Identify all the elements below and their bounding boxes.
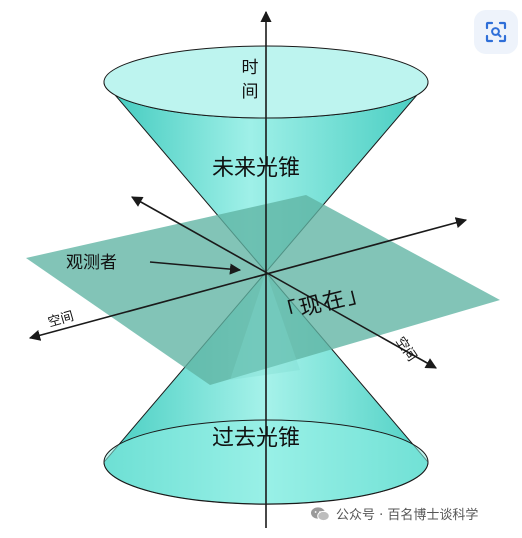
scan-icon <box>485 21 507 43</box>
past-cone-label: 过去光锥 <box>212 426 301 451</box>
observer-pointer <box>149 261 242 275</box>
watermark: 公众号 · 百名博士谈科学 <box>310 504 478 523</box>
space-axis-2 <box>131 196 437 369</box>
watermark-text: 公众号 · 百名博士谈科学 <box>336 508 479 523</box>
observer-label: 观测者 <box>66 253 117 273</box>
scan-button[interactable] <box>474 10 518 54</box>
time-axis-label: 时 间 <box>241 58 259 102</box>
wechat-icon <box>311 506 330 521</box>
future-cone-label: 未来光锥 <box>212 156 301 181</box>
